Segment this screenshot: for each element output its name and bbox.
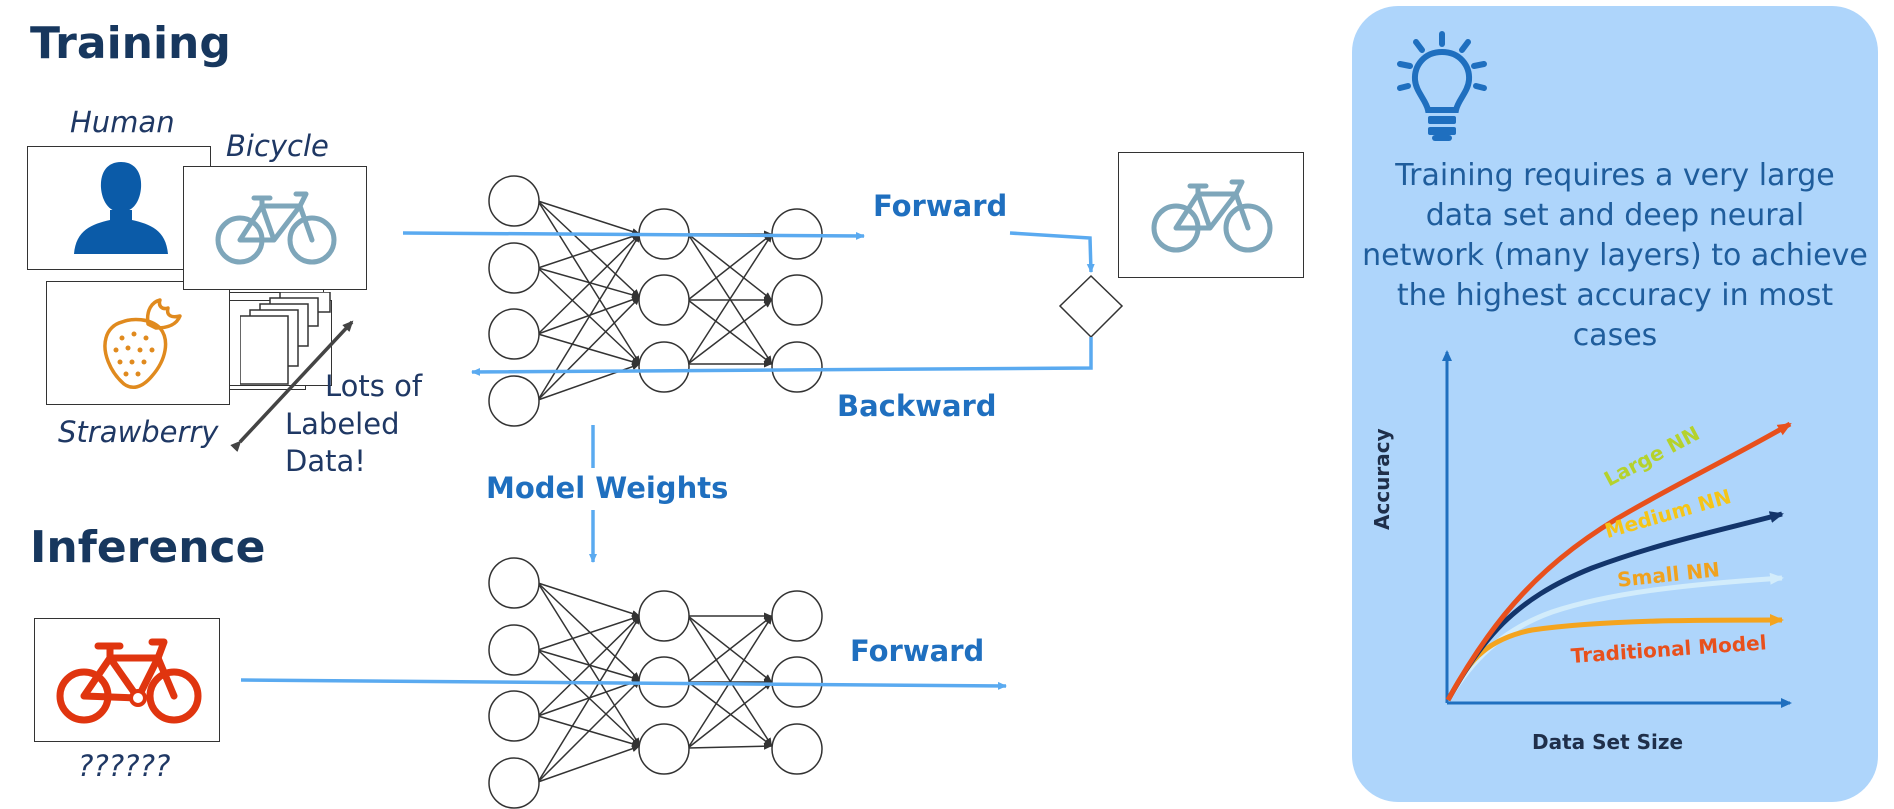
unknown-label: ?????? — [78, 749, 171, 783]
backward-arrow — [471, 337, 1093, 376]
curve-small-nn — [1445, 572, 1784, 702]
forward-label: Forward — [873, 189, 1008, 223]
training-heading: Training — [30, 18, 231, 69]
human-label: Human — [70, 105, 175, 139]
curve-large-nn — [1445, 421, 1792, 702]
insight-text: Training requires a very large data set … — [1362, 158, 1868, 353]
strawberry-icon — [103, 298, 182, 390]
network-diagram — [230, 175, 1124, 809]
forward-arrow — [402, 231, 865, 240]
strawberry-card — [46, 281, 230, 405]
bicycle-card — [183, 166, 367, 290]
backward-label: Backward — [837, 389, 997, 423]
lightbulb-icon — [1397, 31, 1487, 141]
human-icon — [74, 162, 168, 254]
red-bicycle-icon — [56, 638, 202, 724]
curve-medium-nn — [1445, 511, 1784, 702]
training-network — [488, 175, 823, 427]
strawberry-label: Strawberry — [58, 415, 219, 449]
x-axis-label: Data Set Size — [1532, 730, 1684, 754]
y-axis-label: Accuracy — [1370, 428, 1394, 530]
accuracy-chart — [1442, 350, 1792, 708]
inference-forward-arrow — [240, 678, 1007, 690]
bicycle-icon — [215, 191, 337, 265]
bicycle-label: Bicycle — [226, 129, 329, 163]
output-bicycle-icon — [1151, 179, 1273, 253]
model-weights-label: Model Weights — [486, 471, 729, 505]
compare-diamond — [1058, 274, 1124, 339]
inference-forward-label: Forward — [850, 634, 985, 668]
stack-arrow — [230, 320, 354, 452]
inference-heading: Inference — [30, 522, 266, 573]
output-card — [1118, 152, 1304, 278]
compare-arrow — [1009, 231, 1095, 273]
